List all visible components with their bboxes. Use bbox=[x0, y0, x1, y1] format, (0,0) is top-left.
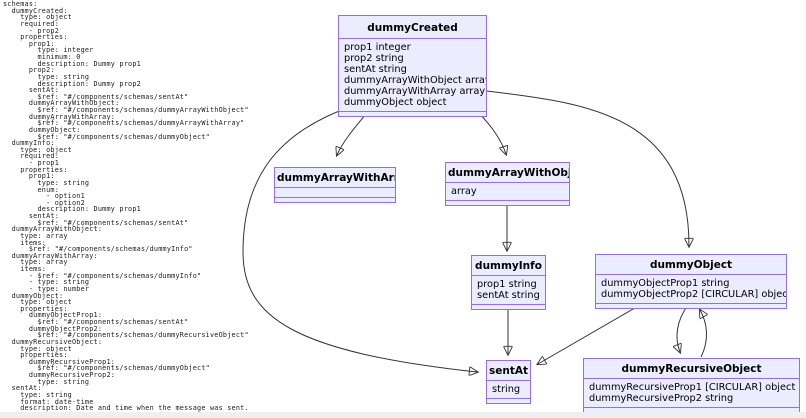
node-title: dummyArrayWithArray bbox=[275, 168, 395, 188]
member-row: dummyArrayWithObject array bbox=[344, 75, 486, 86]
class-node-dummyinfo: dummyInfo prop1 string sentAt string bbox=[471, 255, 546, 310]
edge-dummyobject-sentat bbox=[538, 304, 641, 364]
node-title: dummyRecursiveObject bbox=[584, 359, 799, 379]
member-row: prop1 integer bbox=[344, 42, 411, 53]
member-row: dummyRecursiveProp1 [CIRCULAR] object bbox=[589, 382, 796, 393]
edge-dummyobject-dummyrecursiveobject bbox=[677, 304, 689, 352]
node-methods-empty bbox=[446, 201, 569, 205]
member-row: dummyRecursiveProp2 string bbox=[589, 393, 734, 404]
node-members: prop1 string sentAt string bbox=[472, 276, 545, 305]
node-methods-empty bbox=[275, 198, 395, 202]
node-members: dummyObjectProp1 string dummyObjectProp2… bbox=[596, 275, 786, 304]
member-row: dummyObjectProp2 [CIRCULAR] object bbox=[601, 289, 786, 300]
class-node-dummyarraywitharray: dummyArrayWithArray bbox=[274, 167, 396, 203]
node-methods-empty bbox=[339, 112, 486, 116]
class-node-dummycreated: dummyCreated prop1 integer prop2 string … bbox=[338, 15, 487, 117]
member-row: prop2 string bbox=[344, 53, 404, 64]
node-members-empty bbox=[275, 188, 395, 198]
member-row: array bbox=[451, 186, 477, 197]
member-row: sentAt string bbox=[477, 290, 540, 301]
node-methods-empty bbox=[472, 305, 545, 309]
node-members: string bbox=[487, 381, 530, 399]
node-methods-empty bbox=[596, 304, 786, 308]
node-title: dummyObject bbox=[596, 255, 786, 275]
node-title: dummyCreated bbox=[339, 16, 486, 39]
node-title: dummyInfo bbox=[472, 256, 545, 276]
member-row: sentAt string bbox=[344, 64, 407, 75]
member-row: dummyObject object bbox=[344, 97, 447, 108]
node-members: prop1 integer prop2 string sentAt string… bbox=[339, 39, 486, 112]
node-methods-empty bbox=[487, 399, 530, 403]
class-node-dummyarraywithobject: dummyArrayWithObject array bbox=[445, 162, 570, 206]
edge-dummyrecursiveobject-dummyobject bbox=[700, 310, 707, 358]
node-members: array bbox=[446, 183, 569, 201]
schema-yaml-source: schemas: dummyCreated: type: object requ… bbox=[3, 0, 249, 413]
class-node-dummyrecursiveobject: dummyRecursiveObject dummyRecursiveProp1… bbox=[583, 358, 800, 413]
class-node-dummyobject: dummyObject dummyObjectProp1 string dumm… bbox=[595, 254, 787, 309]
node-title: dummyArrayWithObject bbox=[446, 163, 569, 183]
member-row: dummyArrayWithArray array bbox=[344, 86, 486, 97]
window-bottom-edge bbox=[0, 412, 806, 418]
class-node-sentat: sentAt string bbox=[486, 360, 531, 404]
edge-dummycreated-sentat bbox=[242, 107, 477, 372]
node-title: sentAt bbox=[487, 361, 530, 381]
member-row: dummyObjectProp1 string bbox=[601, 278, 730, 289]
member-row: string bbox=[492, 384, 521, 395]
node-members: dummyRecursiveProp1 [CIRCULAR] object du… bbox=[584, 379, 799, 408]
member-row: prop1 string bbox=[477, 279, 537, 290]
